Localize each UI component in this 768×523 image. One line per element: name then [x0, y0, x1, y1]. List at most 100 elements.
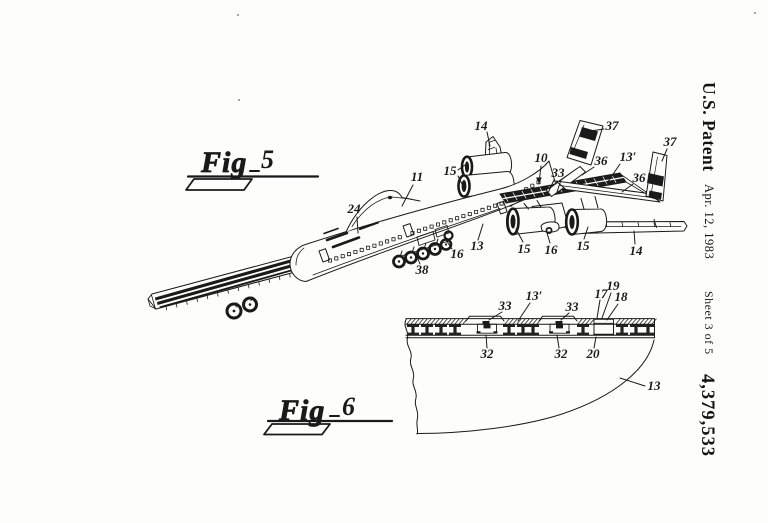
leader-line [457, 175, 464, 187]
ref-label-15: 15 [515, 228, 532, 256]
ref-numeral: 24 [347, 201, 362, 216]
leader-line [583, 226, 589, 240]
ref-numeral: 17 [595, 286, 609, 301]
ref-numeral: 15 [577, 238, 591, 253]
ref-label-19: 19 [601, 278, 621, 319]
leader-line [515, 228, 524, 243]
leader-line [661, 148, 668, 162]
ref-numeral: 19 [607, 278, 621, 293]
ref-numeral: 36 [632, 170, 647, 185]
leader-line [415, 253, 421, 265]
rear-engine-pod-upper [460, 151, 513, 179]
arrowhead [536, 177, 542, 184]
flush-fitting-left [465, 315, 505, 334]
i-beam-stringer [577, 324, 589, 336]
ref-numeral: 32 [480, 346, 495, 361]
ref-label-17: 17 [595, 286, 609, 319]
ref-numeral: 10 [535, 150, 549, 165]
main-landing-gear [392, 225, 454, 269]
ref-label-11: 11 [401, 169, 423, 207]
ref-numeral: 13′ [526, 288, 543, 303]
wing-engine-pod-right [564, 208, 608, 236]
ref-numeral: 14 [630, 243, 644, 258]
leader-line [619, 377, 646, 387]
leader-line [606, 303, 619, 321]
ref-label-24: 24 [347, 201, 362, 234]
ref-numeral: 20 [586, 346, 601, 361]
leader-line [457, 164, 466, 171]
paper-speck [237, 14, 239, 16]
ref-numeral: 13′ [620, 149, 637, 164]
ref-numeral: 33 [551, 165, 566, 180]
ref-label-13′: 13′ [517, 288, 543, 322]
ref-numeral: 16 [545, 242, 559, 257]
ref-label-37: 37 [661, 134, 677, 162]
ref-label-13′: 13′ [606, 149, 637, 184]
leader-line [486, 131, 491, 147]
leader-line [556, 334, 560, 349]
ref-numeral: 36 [594, 153, 609, 168]
ref-label-18: 18 [606, 289, 629, 321]
caption-flourish [263, 423, 331, 436]
ref-label-13: 13 [471, 223, 485, 253]
i-beam-stringer [421, 324, 433, 336]
leader-line [633, 230, 636, 245]
patent-header-sheet: Sheet 3 of 5 [702, 291, 716, 355]
left-wing [147, 251, 315, 311]
fig5-drawing [147, 120, 688, 320]
leader-line [606, 163, 621, 184]
leader-line [517, 302, 531, 322]
leader-line [488, 311, 503, 321]
ref-label-33: 33 [547, 165, 566, 194]
i-beam-stringer [503, 324, 515, 336]
figure-number: 5 [261, 145, 274, 174]
ref-numeral: 13 [471, 238, 485, 253]
stringers [407, 324, 654, 336]
patent-header-title: U.S. Patent [699, 82, 719, 172]
outer-wing-panel [555, 174, 661, 203]
caption-flourish [185, 178, 253, 191]
ref-numeral: 38 [415, 262, 430, 277]
leader-line [546, 232, 551, 244]
i-beam-stringer [407, 324, 419, 336]
leader-line [556, 179, 562, 193]
leader-line [547, 179, 555, 194]
ref-label-14: 14 [475, 118, 491, 147]
ref-label-37: 37 [590, 118, 620, 133]
patent-header-date: Apr. 12, 1983 [702, 184, 716, 260]
leader-line [445, 239, 453, 250]
ref-label-20: 20 [586, 336, 601, 361]
ref-label-16: 16 [445, 239, 464, 261]
gear-fairing-wheel [443, 230, 454, 241]
wing-lower-surface [416, 339, 655, 434]
ref-numeral: 32 [554, 346, 569, 361]
leader-line [477, 223, 484, 241]
rear-engine-pod-lower [457, 170, 515, 198]
ref-numeral: 14 [475, 118, 489, 133]
ref-numeral: 18 [615, 289, 629, 304]
ref-numeral: 11 [411, 169, 423, 184]
engine-pylons [523, 196, 599, 210]
ref-numeral: 15 [444, 163, 458, 178]
i-beam-stringer [449, 324, 461, 336]
paper-speck [238, 99, 240, 101]
left-wing-landing-gear [225, 296, 258, 320]
fig6-drawing [404, 315, 657, 435]
figure-number: 6 [342, 392, 355, 421]
ref-numeral: 15 [518, 241, 532, 256]
fuselage-doors [318, 200, 508, 263]
wing-ticks [165, 270, 301, 311]
ref-label-36: 36 [621, 170, 647, 193]
wing-engine-pod-left [506, 206, 556, 236]
flush-fitting-right [538, 315, 578, 334]
leader-line [356, 216, 359, 234]
ref-label-14: 14 [630, 230, 644, 258]
ref-numeral: 37 [605, 118, 620, 133]
attachment-recess [593, 318, 615, 336]
ref-label-15: 15 [444, 163, 466, 187]
